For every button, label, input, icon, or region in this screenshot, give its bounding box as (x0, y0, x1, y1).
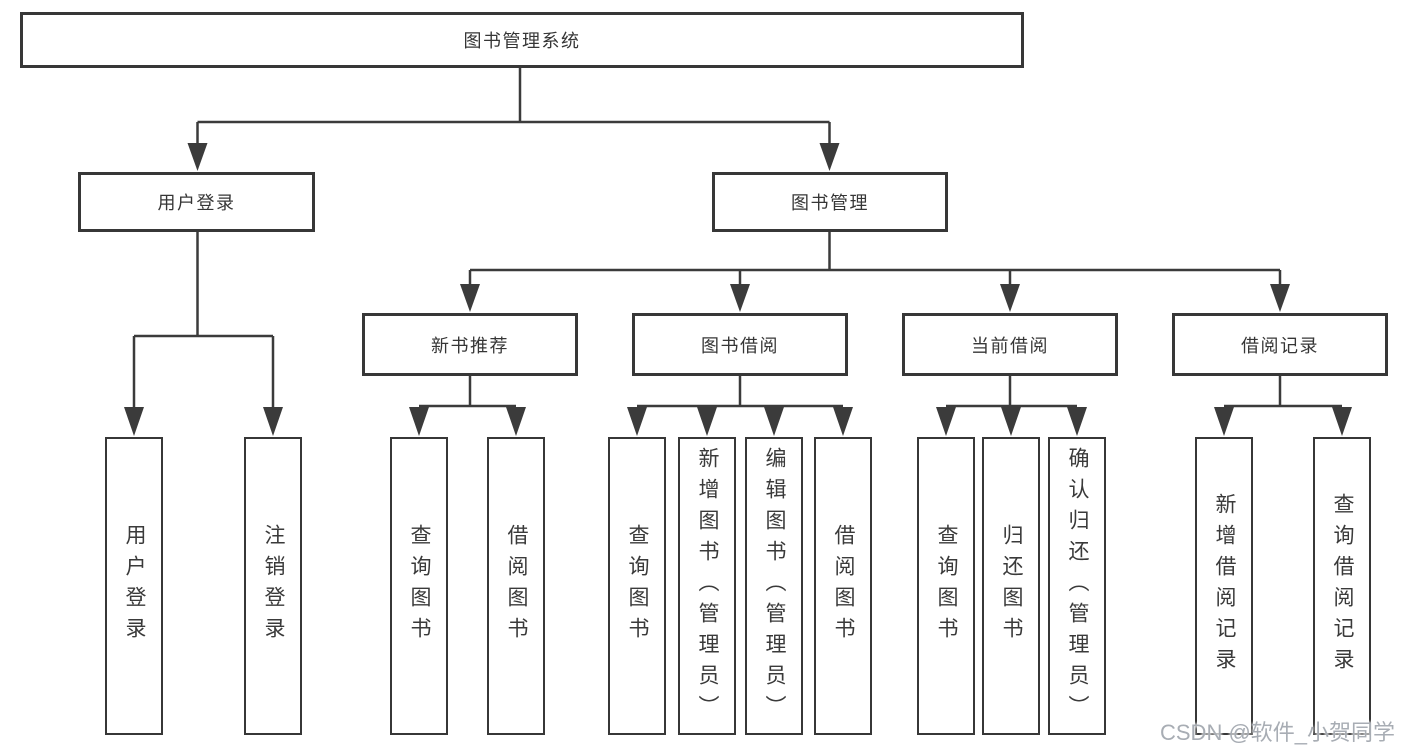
leaf-query-books-current-label: 查询图书 (935, 524, 959, 648)
connector-book-management-to-level3 (460, 232, 1290, 312)
leaf-edit-book-admin: 编辑图书（管理员） (745, 437, 803, 735)
connector-book-borrow-to-leaves (627, 376, 853, 436)
arrow-down-icon (819, 143, 840, 171)
csdn-watermark: CSDN @软件_小贺同学 (1160, 720, 1396, 745)
connector-root-to-level2 (187, 67, 840, 171)
arrow-down-icon (833, 407, 853, 436)
leaf-add-book-admin: 新增图书（管理员） (678, 437, 736, 735)
leaf-query-books-borrow: 查询图书 (608, 437, 666, 735)
leaf-query-borrow-record-label: 查询借阅记录 (1331, 493, 1355, 679)
leaf-user-login: 用户登录 (105, 437, 163, 735)
leaf-logout: 注销登录 (244, 437, 302, 735)
node-book-borrow-label: 图书借阅 (701, 335, 779, 356)
leaf-confirm-return-admin: 确认归还（管理员） (1048, 437, 1106, 735)
leaf-query-borrow-record: 查询借阅记录 (1313, 437, 1371, 735)
leaf-edit-book-admin-label: 编辑图书（管理员） (763, 446, 787, 726)
leaf-borrow-books-recommend: 借阅图书 (487, 437, 545, 735)
arrow-down-icon (263, 407, 283, 436)
arrow-down-icon (764, 407, 784, 436)
leaf-add-borrow-record-label: 新增借阅记录 (1213, 493, 1237, 679)
arrow-down-icon (1000, 284, 1020, 312)
arrow-down-icon (409, 407, 429, 436)
arrow-down-icon (730, 284, 750, 312)
arrow-down-icon (1067, 407, 1087, 436)
node-new-book-recommend-label: 新书推荐 (431, 335, 509, 356)
node-book-borrow: 图书借阅 (632, 313, 848, 376)
arrow-down-icon (1001, 407, 1021, 436)
leaf-query-books-recommend-label: 查询图书 (408, 524, 432, 648)
leaf-add-borrow-record: 新增借阅记录 (1195, 437, 1253, 735)
node-current-borrow: 当前借阅 (902, 313, 1118, 376)
node-new-book-recommend: 新书推荐 (362, 313, 578, 376)
arrow-down-icon (936, 407, 956, 436)
node-root-label: 图书管理系统 (463, 31, 581, 51)
arrow-down-icon (1270, 284, 1290, 312)
node-book-management-label: 图书管理 (791, 193, 869, 213)
node-borrow-records: 借阅记录 (1172, 313, 1388, 376)
node-current-borrow-label: 当前借阅 (971, 335, 1049, 356)
connector-user-login-to-leaves (124, 232, 283, 436)
arrow-down-icon (697, 407, 717, 436)
node-user-login-label: 用户登录 (157, 193, 236, 213)
connector-new-book-recommend-to-leaves (409, 376, 526, 436)
leaf-query-books-current: 查询图书 (917, 437, 975, 735)
connector-current-borrow-to-leaves (936, 376, 1087, 436)
leaf-logout-label: 注销登录 (262, 524, 286, 648)
leaf-borrow-books-label: 借阅图书 (832, 524, 856, 648)
arrow-down-icon (627, 407, 647, 436)
node-borrow-records-label: 借阅记录 (1241, 335, 1319, 356)
leaf-add-book-admin-label: 新增图书（管理员） (696, 446, 720, 726)
arrow-down-icon (1214, 407, 1234, 436)
arrow-down-icon (460, 284, 480, 312)
leaf-query-books-borrow-label: 查询图书 (626, 524, 650, 648)
leaf-user-login-label: 用户登录 (123, 524, 147, 648)
leaf-return-book-label: 归还图书 (1000, 524, 1024, 648)
leaf-confirm-return-admin-label: 确认归还（管理员） (1066, 446, 1090, 726)
leaf-borrow-books: 借阅图书 (814, 437, 872, 735)
leaf-query-books-recommend: 查询图书 (390, 437, 448, 735)
node-user-login: 用户登录 (78, 172, 315, 232)
arrow-down-icon (506, 407, 526, 436)
node-root: 图书管理系统 (20, 12, 1024, 68)
leaf-return-book: 归还图书 (982, 437, 1040, 735)
arrow-down-icon (1332, 407, 1352, 436)
node-book-management: 图书管理 (712, 172, 948, 232)
arrow-down-icon (187, 143, 208, 171)
leaf-borrow-books-recommend-label: 借阅图书 (505, 524, 529, 648)
arrow-down-icon (124, 407, 144, 436)
connector-borrow-records-to-leaves (1214, 376, 1352, 436)
